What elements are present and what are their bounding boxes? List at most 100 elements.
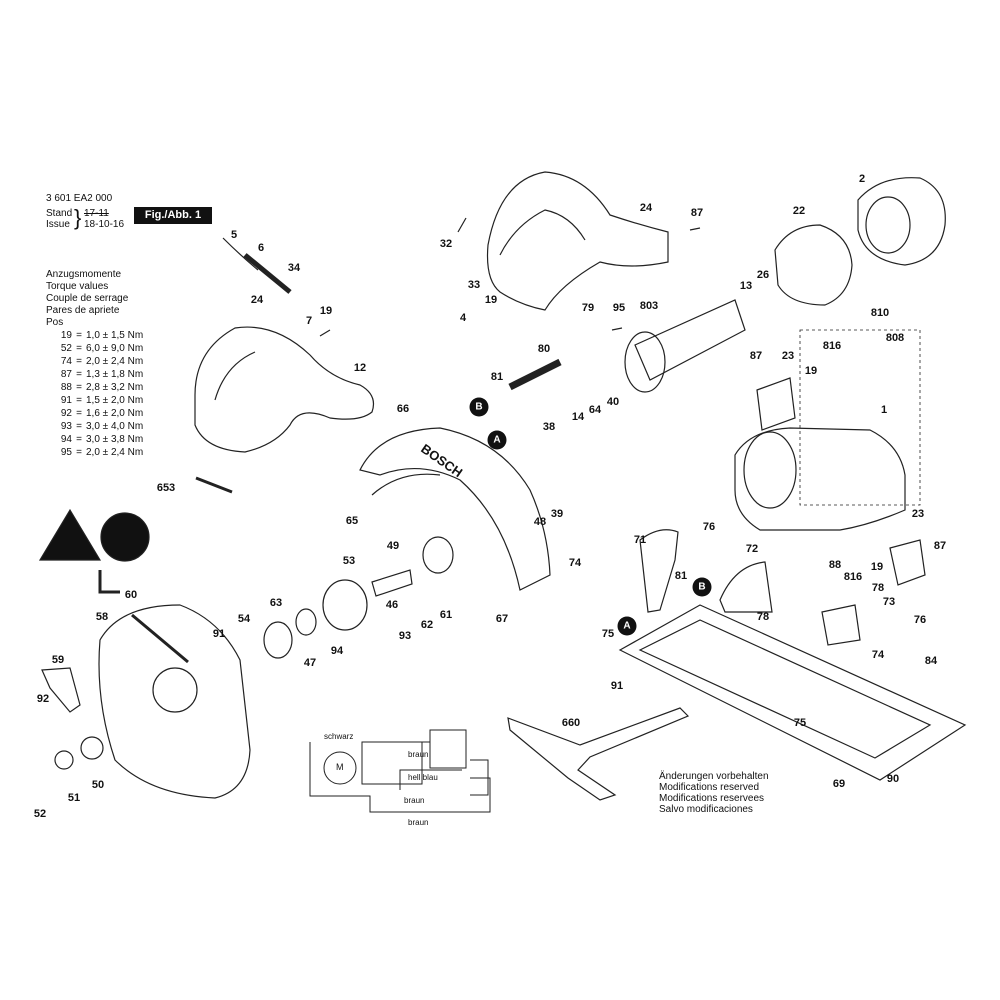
- wire-blau: [399, 769, 462, 790]
- callout-94: 94: [330, 645, 344, 657]
- callout-78: 78: [756, 611, 770, 623]
- wire-label-braun-bottom: braun: [408, 818, 429, 827]
- part-number: 3 601 EA2 000: [46, 193, 113, 204]
- base-plate-69: [618, 604, 967, 781]
- torque-row: 19=1,0 ± 1,5 Nm: [46, 330, 143, 343]
- marker-b: B: [469, 397, 489, 417]
- cord-sleeve-6: [243, 253, 292, 294]
- callout-48: 48: [533, 516, 547, 528]
- torque-eq: =: [76, 343, 82, 354]
- marker-a: A: [617, 616, 637, 636]
- callout-7: 7: [305, 315, 313, 327]
- torque-pos: 19: [60, 330, 72, 341]
- blade-guard-66: [359, 427, 551, 591]
- parallel-guide-660: [507, 707, 690, 801]
- callout-22: 22: [792, 205, 806, 217]
- torque-title-de: Anzugsmomente: [46, 269, 122, 280]
- hex-key-653: [195, 476, 233, 494]
- torque-eq: =: [76, 447, 82, 458]
- stand-value: 17-11: [84, 208, 109, 219]
- marker-a: A: [487, 430, 507, 450]
- wire-label-braun-mid: braun: [404, 796, 425, 805]
- callout-81: 81: [490, 371, 504, 383]
- wire-braun: [309, 742, 491, 813]
- motor-label: M: [336, 762, 344, 772]
- switch-symbol: [429, 729, 467, 769]
- read-manual-icon: [100, 512, 150, 562]
- callout-47: 47: [303, 657, 317, 669]
- torque-value: 1,6 ± 2,0 Nm: [86, 408, 144, 419]
- torque-title-fr: Couple de serrage: [46, 293, 129, 304]
- callout-19: 19: [870, 561, 884, 573]
- modification-note-en: Modifications reserved: [659, 782, 760, 793]
- modification-note-de: Änderungen vorbehalten: [659, 771, 769, 782]
- flange-51: [54, 750, 74, 770]
- callout-66: 66: [396, 403, 410, 415]
- torque-title-es: Pares de apriete: [46, 305, 120, 316]
- callout-62: 62: [420, 619, 434, 631]
- torque-eq: =: [76, 356, 82, 367]
- torque-value: 2,0 ± 2,4 Nm: [86, 447, 144, 458]
- callout-6: 6: [257, 242, 265, 254]
- callout-4: 4: [459, 312, 467, 324]
- torque-row: 94=3,0 ± 3,8 Nm: [46, 434, 143, 447]
- fan-baffle-22: [774, 224, 853, 306]
- modification-note-fr: Modifications reservees: [659, 793, 765, 804]
- wire-label-braun: braun: [408, 750, 429, 759]
- callout-23: 23: [911, 508, 925, 520]
- callout-816: 816: [843, 571, 863, 583]
- spindle-46: [371, 569, 413, 597]
- depth-bracket-73: [821, 604, 861, 646]
- callout-808: 808: [885, 332, 905, 344]
- callout-803: 803: [639, 300, 659, 312]
- callout-13: 13: [739, 280, 753, 292]
- callout-72: 72: [745, 543, 759, 555]
- callout-90: 90: [886, 773, 900, 785]
- torque-row: 93=3,0 ± 4,0 Nm: [46, 421, 143, 434]
- callout-91: 91: [212, 628, 226, 640]
- callout-816: 816: [822, 340, 842, 352]
- torque-eq: =: [76, 421, 82, 432]
- lower-guard-58: [98, 604, 251, 799]
- callout-88: 88: [828, 559, 842, 571]
- callout-93: 93: [398, 630, 412, 642]
- callout-80: 80: [537, 343, 551, 355]
- callout-87: 87: [933, 540, 947, 552]
- torque-eq: =: [76, 395, 82, 406]
- callout-67: 67: [495, 613, 509, 625]
- callout-24: 24: [250, 294, 264, 306]
- callout-79: 79: [581, 302, 595, 314]
- gear-housing-53: [322, 579, 368, 631]
- torque-value: 3,0 ± 4,0 Nm: [86, 421, 144, 432]
- torque-eq: =: [76, 408, 82, 419]
- rod-80: [508, 358, 562, 391]
- callout-653: 653: [156, 482, 176, 494]
- callout-5: 5: [230, 229, 238, 241]
- wire-label-schwarz: schwarz: [324, 732, 354, 741]
- callout-76: 76: [913, 614, 927, 626]
- callout-81: 81: [674, 570, 688, 582]
- lever-59: [41, 667, 81, 713]
- scale-71: [639, 529, 679, 613]
- marker-b: B: [692, 577, 712, 597]
- torque-row: 87=1,3 ± 1,8 Nm: [46, 369, 143, 382]
- torque-pos: 95: [60, 447, 72, 458]
- callout-92: 92: [36, 693, 50, 705]
- callout-52: 52: [33, 808, 47, 820]
- callout-69: 69: [832, 778, 846, 790]
- callout-34: 34: [287, 262, 301, 274]
- bevel-bracket-72: [719, 561, 773, 613]
- torque-pos: 88: [60, 382, 72, 393]
- callout-19: 19: [484, 294, 498, 306]
- callout-33: 33: [467, 279, 481, 291]
- callout-46: 46: [385, 599, 399, 611]
- callout-24: 24: [639, 202, 653, 214]
- issue-value: 18-10-16: [84, 219, 125, 230]
- callout-91: 91: [610, 680, 624, 692]
- callout-2: 2: [858, 173, 866, 185]
- callout-23: 23: [781, 350, 795, 362]
- callout-60: 60: [124, 589, 138, 601]
- motor-symbol: [323, 751, 357, 785]
- torque-value: 2,0 ± 2,4 Nm: [86, 356, 144, 367]
